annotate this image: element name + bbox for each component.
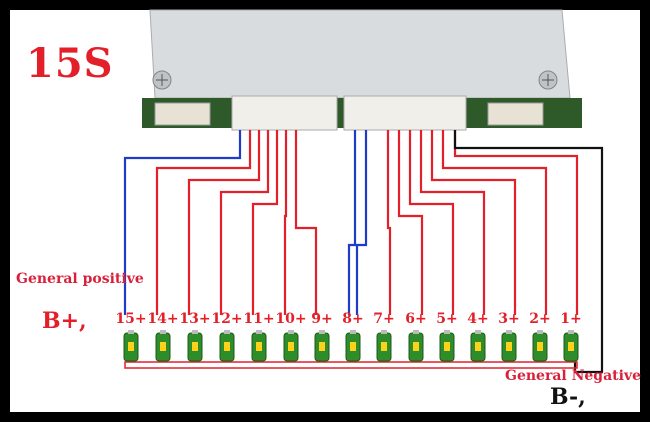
cell-bus-strip <box>124 361 578 369</box>
wire <box>397 130 424 315</box>
cell-label: 13+ <box>179 311 211 327</box>
wire <box>386 130 392 315</box>
battery-cell-7 <box>376 330 392 362</box>
battery-cell-2 <box>532 330 548 362</box>
cell-label: 3+ <box>498 311 520 327</box>
battery-cell-1 <box>563 330 579 362</box>
battery-cell-13 <box>187 330 203 362</box>
bms-board <box>142 9 582 131</box>
battery-icon <box>350 342 356 351</box>
battery-cell-8 <box>345 330 361 362</box>
wire <box>283 130 288 315</box>
battery-icon <box>160 342 166 351</box>
battery-icon <box>475 342 481 351</box>
cell-label: 14+ <box>147 311 179 327</box>
battery-cell-4 <box>470 330 486 362</box>
wire <box>408 130 455 315</box>
battery-cell-9 <box>314 330 330 362</box>
battery-icon <box>537 342 543 351</box>
battery-cell-11 <box>251 330 267 362</box>
battery-cell-5 <box>439 330 455 362</box>
battery-cells <box>123 330 579 369</box>
b-minus-label: B-, <box>550 384 586 410</box>
wire <box>419 130 486 315</box>
wire-harness <box>123 130 604 374</box>
battery-cell-14 <box>155 330 171 362</box>
wire <box>347 130 357 315</box>
wire <box>441 130 548 315</box>
wire <box>355 130 368 315</box>
battery-icon <box>413 342 419 351</box>
battery-cell-12 <box>219 330 235 362</box>
cell-label: 4+ <box>467 311 489 327</box>
cell-label: 8+ <box>342 311 364 327</box>
cell-label: 15+ <box>115 311 147 327</box>
battery-icon <box>288 342 294 351</box>
cell-count-title: 15S <box>26 40 114 87</box>
battery-icon <box>128 342 134 351</box>
cell-label: 9+ <box>311 311 333 327</box>
battery-icon <box>224 342 230 351</box>
battery-icon <box>319 342 325 351</box>
battery-icon <box>192 342 198 351</box>
wire <box>294 130 318 315</box>
battery-icon <box>568 342 574 351</box>
wire <box>123 130 242 315</box>
general-positive-label: General positive <box>16 271 144 287</box>
cell-label: 11+ <box>243 311 275 327</box>
wire <box>219 130 270 315</box>
wire <box>251 130 279 315</box>
battery-icon <box>381 342 387 351</box>
battery-icon <box>444 342 450 351</box>
cell-label: 6+ <box>405 311 427 327</box>
cell-label: 1+ <box>560 311 582 327</box>
balance-connector-left <box>231 95 338 131</box>
wire <box>187 130 261 315</box>
battery-cell-6 <box>408 330 424 362</box>
battery-cell-15 <box>123 330 139 362</box>
battery-icon <box>506 342 512 351</box>
b-plus-label: B+, <box>42 308 87 334</box>
wire <box>430 130 517 315</box>
cell-label: 2+ <box>529 311 551 327</box>
cell-label: 5+ <box>436 311 458 327</box>
battery-cell-10 <box>283 330 299 362</box>
cell-label: 10+ <box>275 311 307 327</box>
wire <box>155 130 252 315</box>
battery-cell-3 <box>501 330 517 362</box>
wire <box>453 130 604 374</box>
balance-connector-right <box>343 95 467 131</box>
cell-label: 7+ <box>373 311 395 327</box>
cell-label: 12+ <box>211 311 243 327</box>
general-negative-label: General Negative <box>505 368 641 384</box>
battery-icon <box>256 342 262 351</box>
